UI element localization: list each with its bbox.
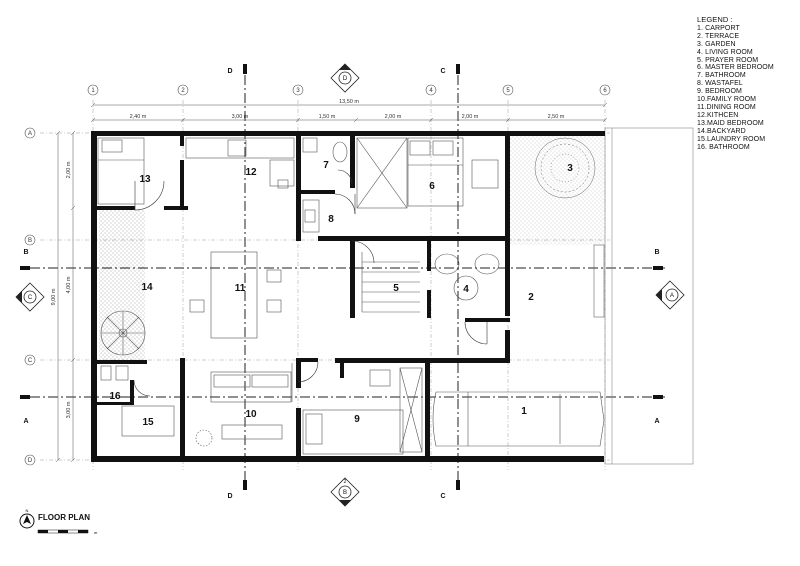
dim-top-seg-3: 1,50 m: [319, 114, 336, 120]
room-6: 6: [429, 181, 435, 192]
elevation-markers: [15, 63, 685, 507]
legend-item: 9. BEDROOM: [697, 88, 742, 96]
section-markers: D C D C B A B A: [20, 64, 663, 500]
grid-col-2: 2: [181, 88, 185, 94]
room-3: 3: [567, 163, 573, 174]
room-15: 15: [142, 417, 154, 428]
room-12: 12: [245, 167, 257, 178]
elevation-label-bottom: B: [343, 490, 347, 496]
room-16: 16: [109, 391, 121, 402]
section-mark-left-a: A: [23, 418, 28, 425]
legend-item: 13.MAID BEDROOM: [697, 119, 764, 127]
grid-row-a: A: [28, 131, 32, 137]
dim-top-seg-1: 2,40 m: [130, 114, 147, 120]
dim-left-seg-1: 2,00 m: [66, 161, 72, 178]
elevation-number-bottom: 2: [344, 479, 347, 485]
legend-item: 16. BATHROOM: [697, 143, 750, 151]
legend-title: LEGEND :: [697, 15, 733, 24]
room-5: 5: [393, 283, 399, 294]
north-arrow: N: [19, 508, 35, 529]
legend-item: 10.FAMILY ROOM: [697, 96, 757, 104]
room-7: 7: [323, 160, 329, 171]
dim-top-seg-4: 2,00 m: [385, 114, 402, 120]
grid-col-1: 1: [91, 88, 95, 94]
grid-row-d: D: [28, 458, 33, 464]
dim-top-seg-6: 2,50 m: [548, 114, 565, 120]
grid-col-6: 6: [603, 88, 607, 94]
dim-top-seg-2: 3,00 m: [232, 114, 249, 120]
doors: [133, 169, 488, 397]
grid-row-b: B: [28, 238, 32, 244]
room-numbers: 1 2 3 4 5 6 7 8 9 10 11 12 13 14 15 16: [109, 160, 573, 428]
dim-left-total: 9,00 m: [51, 288, 57, 305]
room-8: 8: [328, 214, 334, 225]
drawing-title: FLOOR PLAN: [38, 513, 90, 522]
backyard-paving: [99, 210, 145, 360]
legend-item: 5. PRAYER ROOM: [697, 56, 759, 64]
legend-item: 15.LAUNDRY ROOM: [697, 135, 766, 143]
room-4: 4: [463, 284, 469, 295]
section-mark-bottom-right: C: [440, 493, 445, 500]
room-1: 1: [521, 406, 527, 417]
grid-col-4: 4: [429, 88, 433, 94]
dimension-lines: [55, 102, 608, 463]
section-lines: [30, 75, 665, 490]
grid-row-c: C: [28, 358, 33, 364]
dim-left-seg-2: 4,00 m: [66, 276, 72, 293]
legend-item: 12.KITHCEN: [697, 111, 739, 119]
land-boundary: [604, 127, 694, 465]
dim-top-seg-5: 2,00 m: [462, 114, 479, 120]
grid-bubbles: [24, 84, 611, 466]
legend-item: 3. GARDEN: [697, 40, 736, 48]
dim-top-total: 13,50 m: [339, 99, 359, 105]
elevation-label-top: D: [343, 76, 348, 82]
section-mark-top-left: D: [227, 68, 232, 75]
legend: LEGEND : 1. CARPORT 2. TERRACE 3. GARDEN…: [697, 16, 774, 151]
legend-item: 2. TERRACE: [697, 32, 740, 40]
furniture: [97, 137, 605, 455]
section-mark-top-right: C: [440, 68, 445, 75]
elevation-labels: D B 2 C A: [28, 76, 674, 496]
legend-item: 7. BATHROOM: [697, 72, 746, 80]
room-10: 10: [245, 409, 257, 420]
legend-item: 14.BACKYARD: [697, 127, 746, 135]
legend-item: 6. MASTER BEDROOM: [697, 64, 774, 72]
section-mark-right-a: A: [654, 418, 659, 425]
grid-col-5: 5: [506, 88, 510, 94]
legend-item: 11.DINING ROOM: [697, 103, 756, 111]
dimension-labels: 13,50 m 2,40 m 3,00 m 1,50 m 2,00 m 2,00…: [51, 99, 565, 418]
grid-col-3: 3: [296, 88, 300, 94]
room-11: 11: [235, 283, 246, 294]
section-mark-left-b: B: [23, 249, 28, 256]
scale-bar: m: [37, 529, 98, 535]
elevation-label-left: C: [28, 295, 33, 301]
room-14: 14: [141, 282, 153, 293]
scale-label: m: [94, 530, 98, 535]
garden-tree: [534, 137, 596, 199]
room-9: 9: [354, 414, 360, 425]
section-mark-bottom-left: D: [227, 493, 232, 500]
elevation-label-right: A: [670, 293, 674, 299]
grid-bubble-labels: 1 2 3 4 5 6 A B C D: [28, 88, 608, 464]
legend-item: 4. LIVING ROOM: [697, 48, 753, 56]
north-label: N: [26, 508, 29, 513]
terrace-bench: [593, 244, 605, 318]
room-2: 2: [528, 292, 534, 303]
legend-item: 8. WASTAFEL: [697, 80, 743, 88]
dim-left-seg-3: 3,00 m: [66, 401, 72, 418]
section-mark-right-b: B: [654, 249, 659, 256]
room-13: 13: [139, 174, 151, 185]
legend-item: 1. CARPORT: [697, 24, 740, 32]
walls: [91, 131, 605, 462]
garden-grass: [510, 135, 605, 245]
